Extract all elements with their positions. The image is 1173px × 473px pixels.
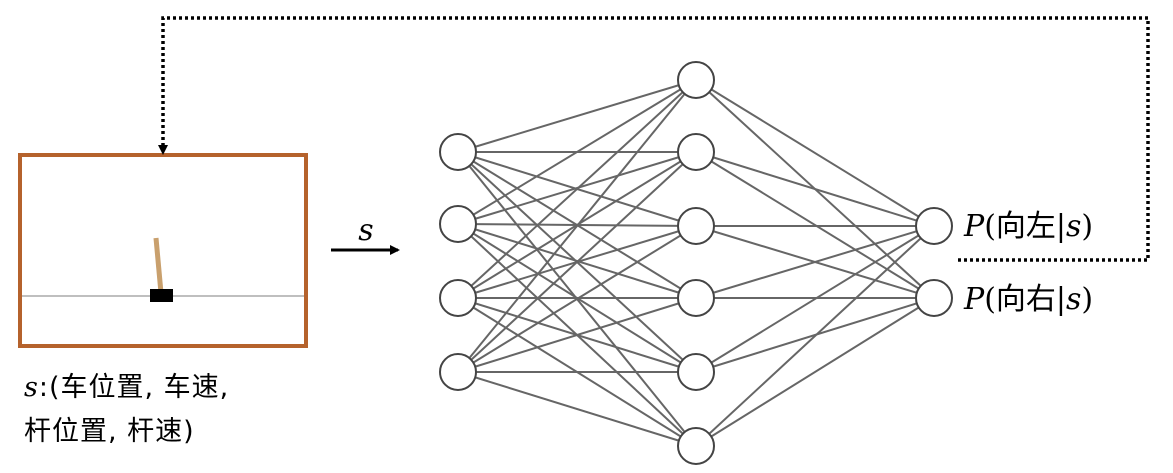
hidden-neuron (677, 427, 715, 465)
state-symbol: s (24, 372, 39, 403)
hidden-neuron (677, 279, 715, 317)
network-edge (457, 79, 697, 225)
feedback-loop-line (158, 16, 1150, 262)
pole (153, 237, 164, 294)
state-description-line2: 杆位置, 杆速) (24, 416, 195, 447)
output-neuron (915, 279, 953, 317)
output-label-right: P(向右|s) (963, 282, 1093, 317)
environment-frame (18, 153, 308, 348)
input-neuron (439, 205, 477, 243)
network-edge (457, 225, 697, 373)
hidden-neuron (677, 353, 715, 391)
network-edge (457, 79, 697, 153)
state-description: s:(车位置, 车速, 杆位置, 杆速) (24, 366, 364, 454)
output-neuron (915, 207, 953, 245)
input-neuron (439, 353, 477, 391)
network-edge (695, 225, 935, 447)
state-features-line1: :(车位置, 车速, (38, 372, 230, 403)
network-edge (457, 371, 697, 447)
network-edge (457, 297, 697, 373)
network-edge (695, 297, 935, 447)
hidden-neuron (677, 61, 715, 99)
environment-border (18, 153, 308, 348)
output-labels: P(向左|s) P(向右|s) (963, 209, 1093, 317)
cart (150, 289, 173, 302)
input-neuron (439, 133, 477, 171)
network-edge (695, 151, 935, 227)
state-description-line1: s:(车位置, 车速, (24, 366, 364, 410)
network-nodes (439, 61, 953, 465)
network-edges (457, 79, 935, 447)
network-edge (457, 79, 697, 299)
hidden-neuron (677, 207, 715, 245)
output-label-left: P(向左|s) (963, 209, 1093, 244)
input-neuron (439, 279, 477, 317)
hidden-neuron (677, 133, 715, 171)
network-edge (695, 225, 935, 373)
network-edge (457, 151, 697, 373)
network-edge (695, 79, 935, 227)
input-arrow-label: s (358, 213, 373, 248)
input-arrow: s (331, 213, 400, 255)
network-edge (457, 79, 697, 373)
network-edge (695, 225, 935, 299)
